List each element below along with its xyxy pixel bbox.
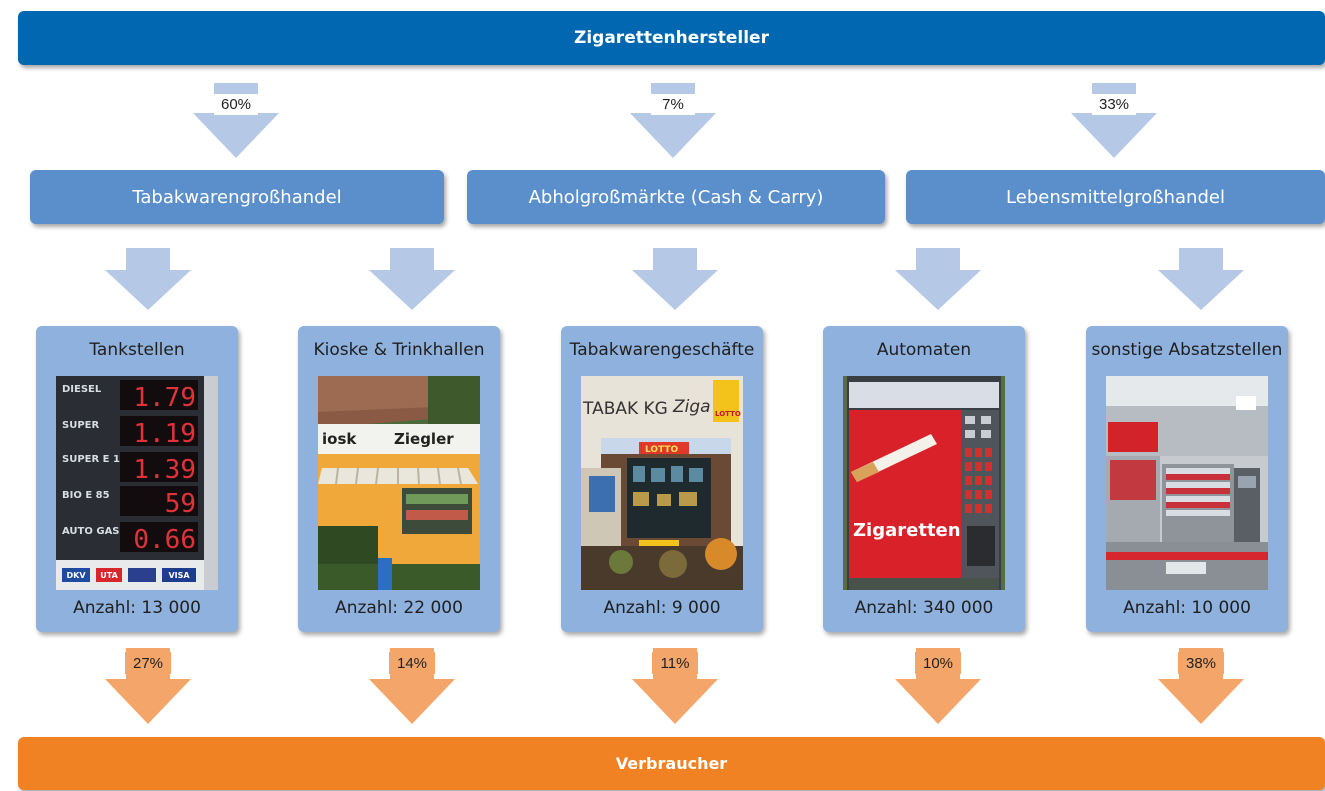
lotto-sign: LOTTO: [715, 410, 741, 418]
outlet-title: Automaten: [876, 340, 972, 360]
percent-label: 7%: [651, 94, 695, 115]
gas-station-price-sign-image: DIESEL SUPER SUPER E 10 BIO E 85 AUTO GA…: [56, 376, 218, 590]
outlet-title: Kioske & Trinkhallen: [313, 340, 485, 360]
manufacturer-label: Zigarettenhersteller: [574, 28, 769, 48]
percent-label: 14%: [389, 652, 435, 674]
card-logo: UTA: [100, 571, 118, 580]
flow-arrow-11: 11%: [632, 648, 718, 724]
outlet-count: Anzahl: 22 000: [335, 598, 463, 618]
fuel-price: 59: [165, 489, 196, 519]
fuel-price: 1.39: [133, 455, 196, 485]
fuel-label: AUTO GAS: [62, 526, 120, 537]
cigarette-vending-machine-image: Zigaretten: [843, 376, 1005, 590]
fuel-label: BIO E 85: [62, 490, 110, 501]
flow-arrow-27: 27%: [105, 648, 191, 724]
flow-arrow-60: 60%: [193, 83, 279, 158]
outlet-card-kiosks: Kioske & Trinkhallen iosk Ziegler: [298, 326, 500, 632]
card-logo: VISA: [168, 571, 190, 580]
outlet-count: Anzahl: 9 000: [603, 598, 721, 618]
outlet-title: Tabakwarengeschäfte: [569, 340, 755, 360]
shop-sign-script: Ziga: [672, 397, 711, 417]
consumer-box: Verbraucher: [18, 737, 1325, 790]
wholesaler-box-food: Lebensmittelgroßhandel: [906, 170, 1325, 224]
fuel-label: SUPER E 10: [62, 454, 127, 465]
outlet-title: Tankstellen: [89, 340, 185, 360]
fuel-price: 1.79: [133, 383, 196, 413]
outlet-count: Anzahl: 13 000: [73, 598, 201, 618]
percent-label: 60%: [214, 94, 258, 115]
percent-label: 27%: [125, 652, 171, 674]
kiosk-image: iosk Ziegler: [318, 376, 480, 590]
outlet-title: sonstige Absatzstellen: [1091, 340, 1283, 360]
fuel-label: DIESEL: [62, 384, 102, 395]
fuel-price: 0.66: [133, 525, 196, 555]
flow-arrow: [369, 248, 455, 310]
supermarket-checkout-image: [1106, 376, 1268, 590]
flow-arrow: [1158, 248, 1244, 310]
shop-sign-text: TABAK KG: [582, 399, 668, 419]
outlet-card-other-outlets: sonstige Absatzstellen: [1086, 326, 1288, 632]
card-logo: DKV: [66, 571, 86, 580]
fuel-price: 1.19: [133, 419, 196, 449]
outlet-count: Anzahl: 10 000: [1123, 598, 1251, 618]
machine-label: Zigaretten: [853, 520, 961, 541]
percent-label: 33%: [1092, 94, 1136, 115]
manufacturer-box: Zigarettenhersteller: [18, 11, 1325, 65]
kiosk-sign-text: Ziegler: [394, 430, 454, 448]
kiosk-sign-text: iosk: [322, 430, 357, 448]
fuel-label: SUPER: [62, 420, 99, 431]
flow-arrow-7: 7%: [630, 83, 716, 158]
flow-arrow-33: 33%: [1071, 83, 1157, 158]
flow-arrow: [895, 248, 981, 310]
percent-label: 11%: [652, 652, 698, 674]
wholesaler-box-cash-carry: Abholgroßmärkte (Cash & Carry): [467, 170, 885, 224]
percent-label: 38%: [1178, 652, 1224, 674]
wholesaler-label: Tabakwarengroßhandel: [132, 186, 342, 208]
tobacco-shop-image: TABAK KG Ziga LOTTO LOTTO: [581, 376, 743, 590]
percent-label: 10%: [915, 652, 961, 674]
flow-arrow: [632, 248, 718, 310]
outlet-count: Anzahl: 340 000: [854, 598, 994, 618]
outlet-card-gas-stations: Tankstellen DIESEL SUPER SUPER E 10 BIO …: [36, 326, 238, 632]
wholesaler-label: Abholgroßmärkte (Cash & Carry): [528, 186, 824, 208]
flow-arrow-38: 38%: [1158, 648, 1244, 724]
flow-arrow: [105, 248, 191, 310]
outlet-card-tobacco-shops: Tabakwarengeschäfte TABAK KG Ziga LOTTO …: [561, 326, 763, 632]
flow-arrow-10: 10%: [895, 648, 981, 724]
consumer-label: Verbraucher: [615, 754, 728, 773]
outlet-card-vending-machines: Automaten Zigaretten A: [823, 326, 1025, 632]
lotto-banner: LOTTO: [645, 445, 679, 455]
wholesaler-box-tobacco: Tabakwarengroßhandel: [30, 170, 444, 224]
flow-arrow-14: 14%: [369, 648, 455, 724]
wholesaler-label: Lebensmittelgroßhandel: [1006, 186, 1225, 208]
